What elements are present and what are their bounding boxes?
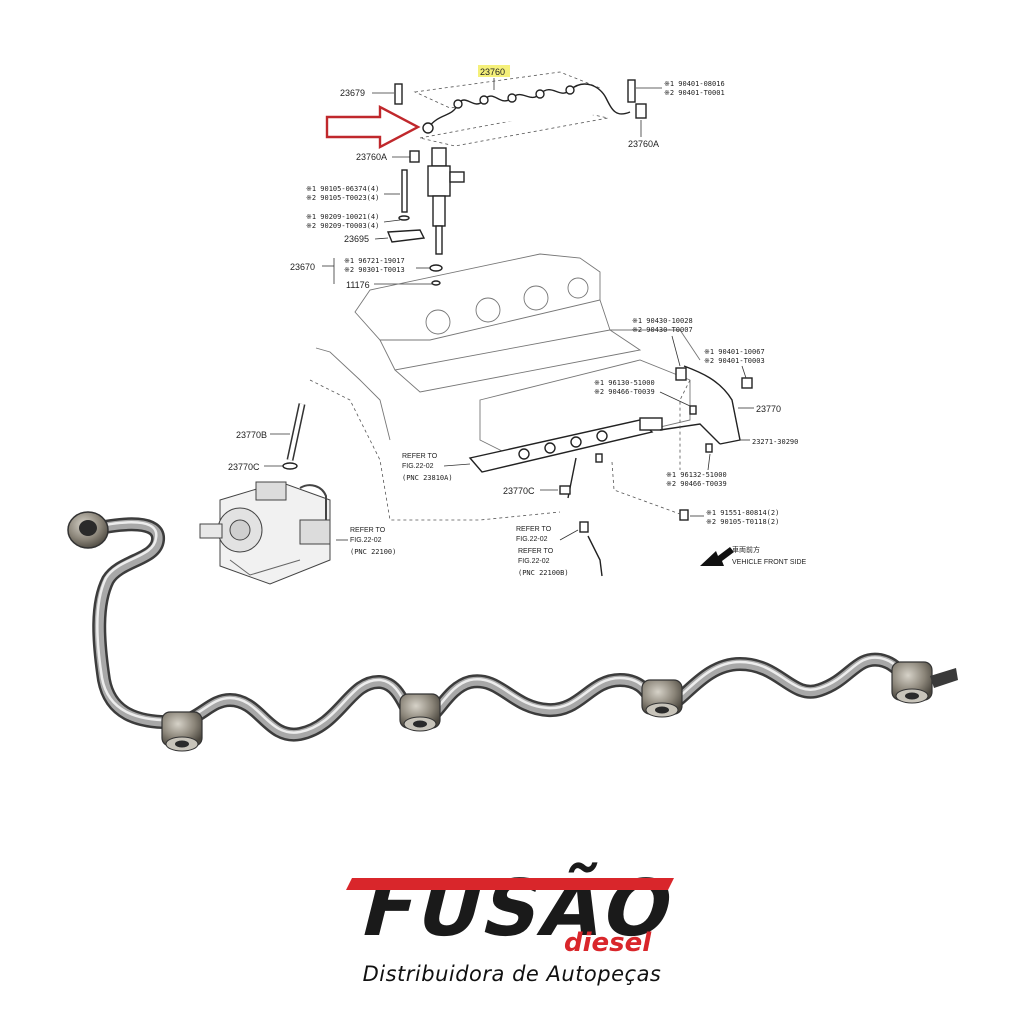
fuel-pump (199, 481, 331, 585)
ref-a-line1: REFER TO (402, 453, 438, 460)
partno-1a: ※1 90401-08016 (664, 80, 725, 88)
brand-tagline: Distribuidora de Autopeças (362, 962, 662, 986)
vehicle-front-jp: 車両前方 (732, 545, 760, 554)
partno-4a: ※1 96721-19017 (344, 257, 405, 265)
partno-7a: ※1 96130-51000 (594, 379, 655, 387)
label-23770: 23770 (756, 404, 781, 414)
partno-4b: ※2 90301-T0013 (344, 266, 405, 274)
partno-3b: ※2 90209-T0003(4) (306, 222, 379, 230)
label-23760a-left: 23760A (356, 152, 387, 162)
common-rail (309, 365, 753, 577)
ref-b-line1: REFER TO (350, 527, 386, 534)
label-23271: 23271-30290 (752, 438, 798, 446)
partno-6a: ※1 90401-10067 (704, 348, 765, 356)
ref-c-line2: FIG.22-02 (516, 536, 548, 543)
brand-name: FUSÃO (353, 862, 685, 954)
partno-5a: ※1 90430-10028 (632, 317, 693, 325)
label-23679: 23679 (340, 88, 365, 98)
label-23770c-a: 23770C (228, 462, 260, 472)
partno-1b: ※2 90401-T0001 (664, 89, 725, 97)
partno-9a: ※1 91551-80814(2) (706, 509, 779, 517)
ref-b-line2: FIG.22-02 (350, 537, 382, 544)
label-23770b: 23770B (236, 430, 267, 440)
injection-pipe-diagram: 23760 23679 ※1 90401-08016 ※2 90401-T000… (340, 65, 725, 163)
ref-d-line1: REFER TO (518, 548, 554, 555)
ref-d-line3: (PNC 22100B) (518, 569, 569, 577)
brand-sub: diesel (564, 928, 652, 958)
label-23770c-b: 23770C (503, 486, 535, 496)
ref-b-line3: (PNC 22100) (350, 548, 396, 556)
label-11176: 11176 (346, 280, 370, 290)
label-23760a-right: 23760A (628, 139, 659, 149)
fusao-logo: FUSÃO (346, 862, 685, 954)
label-23760: 23760 (480, 67, 505, 77)
injector-assembly: ※1 90105-06374(4) ※2 90105-T0023(4) ※1 9… (290, 147, 465, 290)
pipe-photo (67, 511, 958, 752)
partno-5b: ※2 90430-T0007 (632, 326, 693, 334)
ref-c-line1: REFER TO (516, 526, 552, 533)
partno-9b: ※2 90105-T0118(2) (706, 518, 779, 526)
partno-2b: ※2 90105-T0023(4) (306, 194, 379, 202)
ref-a-line3: (PNC 23810A) (402, 474, 453, 482)
partno-2a: ※1 90105-06374(4) (306, 185, 379, 193)
ref-a-line2: FIG.22-02 (402, 463, 434, 470)
vehicle-front-en: VEHICLE FRONT SIDE (732, 559, 806, 566)
part-number-highlight (478, 65, 510, 77)
engine-head-outline (315, 253, 701, 461)
vehicle-front-arrow (700, 547, 734, 566)
partno-7b: ※2 90466-T0039 (594, 388, 655, 396)
ref-d-line2: FIG.22-02 (518, 558, 550, 565)
label-23670: 23670 (290, 262, 315, 272)
pointer-arrow (325, 105, 421, 149)
label-23695: 23695 (344, 234, 369, 244)
partno-8a: ※1 96132-51000 (666, 471, 727, 479)
partno-3a: ※1 90209-10021(4) (306, 213, 379, 221)
partno-6b: ※2 90401-T0003 (704, 357, 765, 365)
partno-8b: ※2 90466-T0039 (666, 480, 727, 488)
